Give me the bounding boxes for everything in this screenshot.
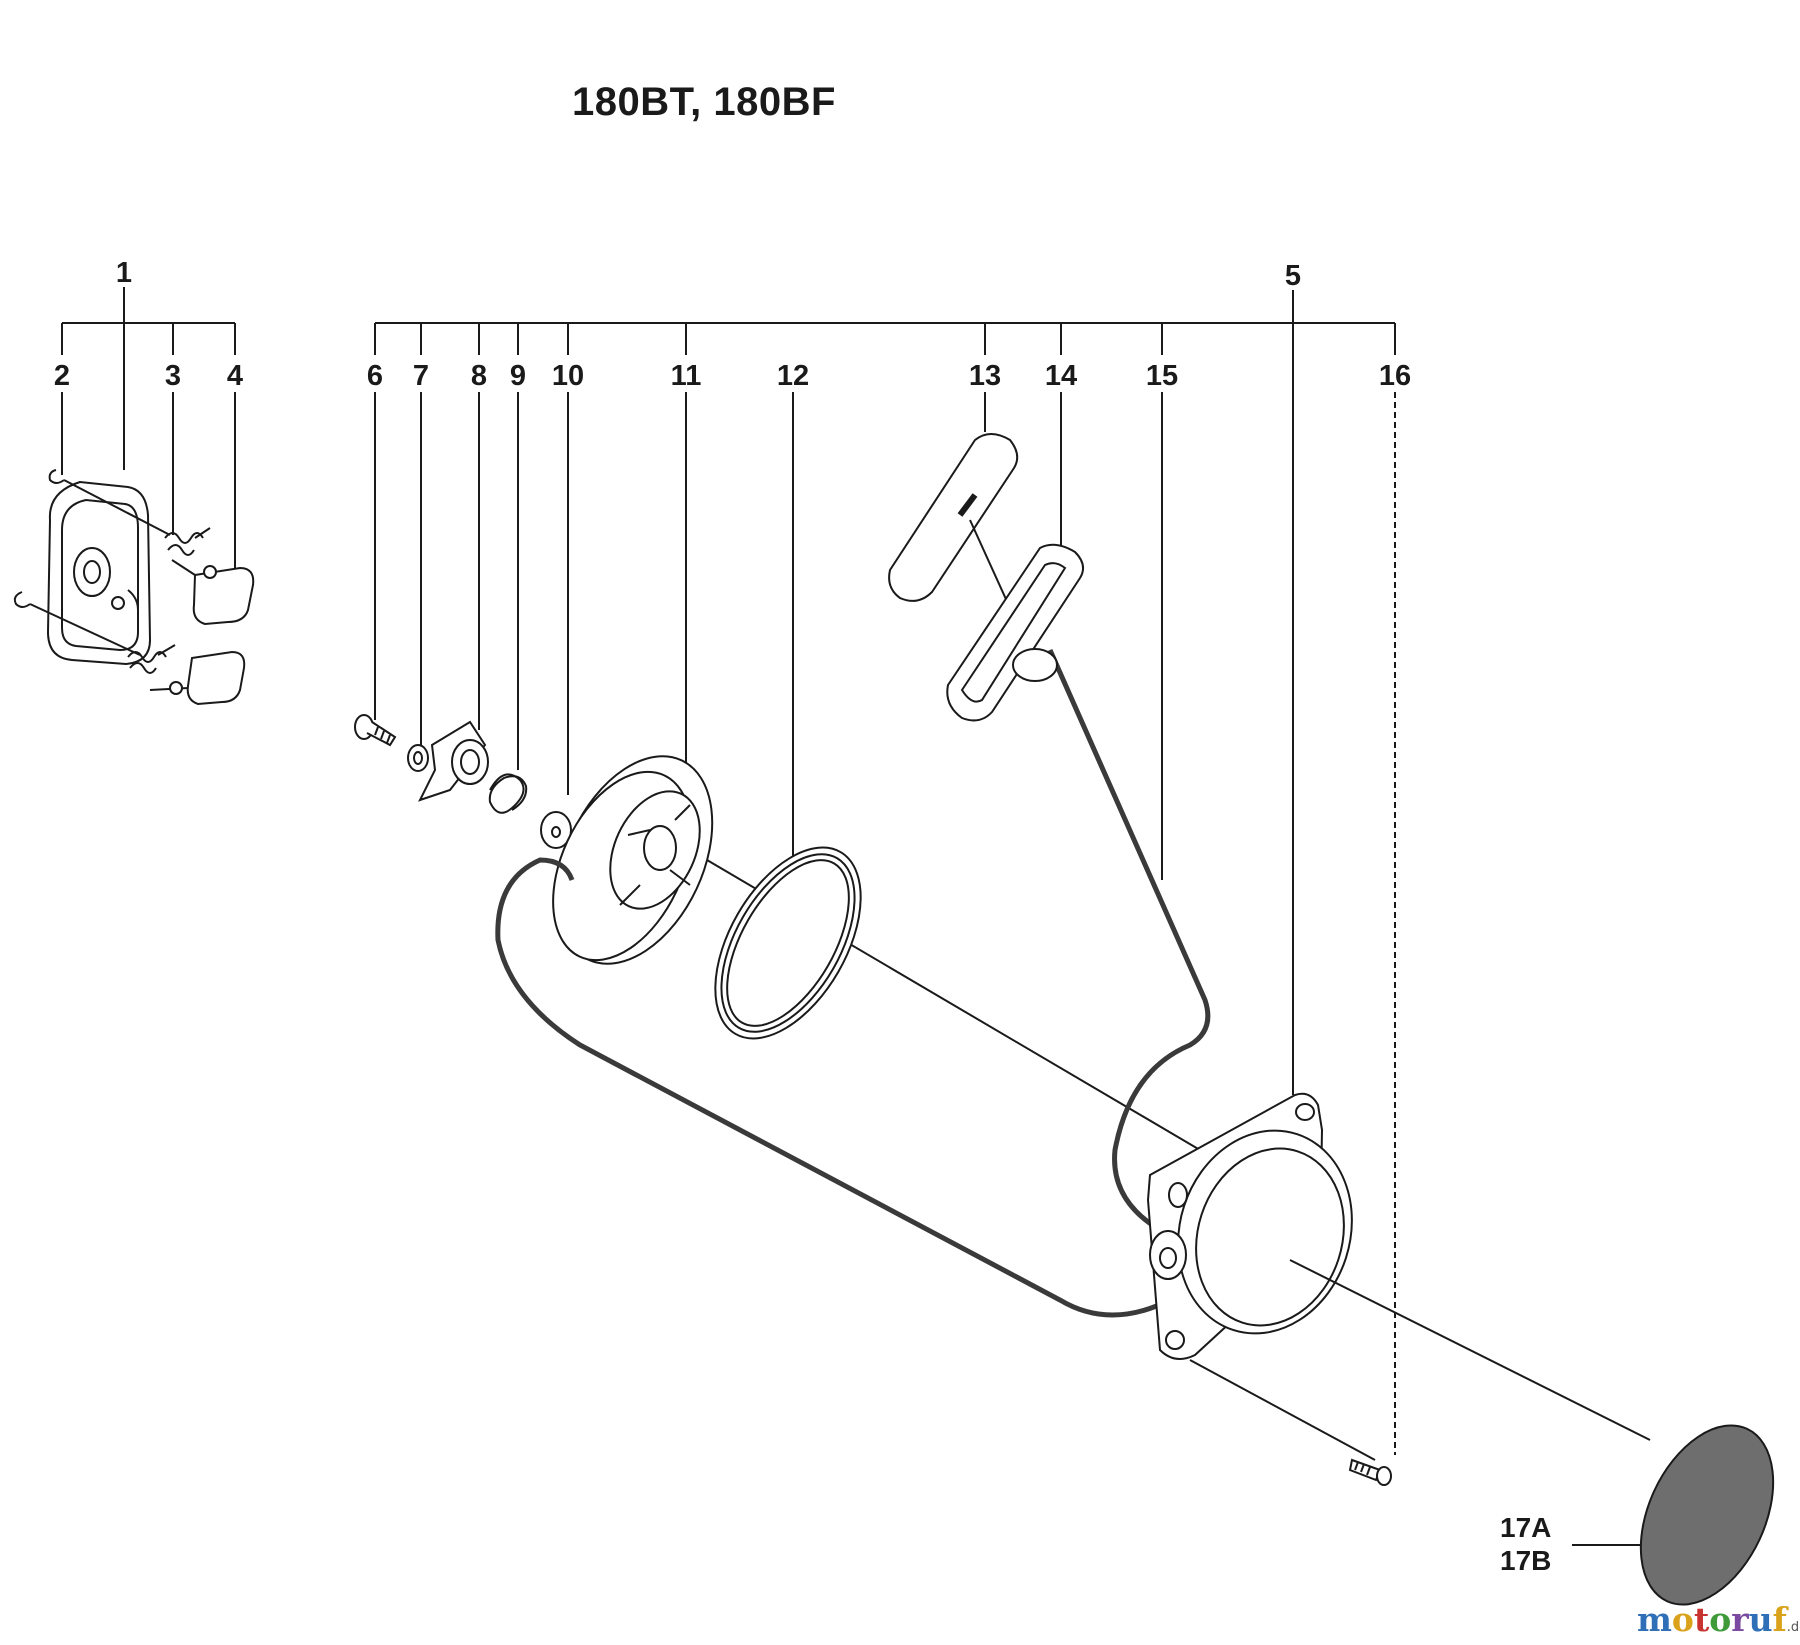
pawl-spring-lower <box>127 644 176 674</box>
decal-cap <box>1639 1424 1775 1606</box>
starter-handle <box>888 433 1021 631</box>
callout-8: 8 <box>470 360 488 392</box>
callout-lines-group-5 <box>374 290 1650 1546</box>
brand-letter: m <box>1637 1600 1672 1639</box>
circlip-upper <box>48 469 171 536</box>
callout-17a: 17A <box>1500 1512 1552 1543</box>
pawl-upper <box>171 559 255 626</box>
callout-15: 15 <box>1145 360 1179 392</box>
callout-6: 6 <box>366 360 384 392</box>
recoil-spring <box>714 846 862 1040</box>
callout-4: 4 <box>226 360 244 392</box>
starter-cord <box>495 857 1172 1318</box>
brand-letter: t <box>1693 1600 1710 1639</box>
diagram-title: 180BT, 180BF <box>572 80 836 124</box>
drive-disc <box>418 720 489 802</box>
rope-pulley <box>552 755 714 965</box>
callout-1: 1 <box>115 257 133 289</box>
callout-5: 5 <box>1284 260 1302 292</box>
callout-lines-group-1 <box>61 287 236 570</box>
callout-7: 7 <box>412 360 430 392</box>
brand-letter: o <box>1671 1600 1694 1639</box>
housing-screw <box>1348 1458 1392 1486</box>
pawl-carrier-plate <box>46 480 152 666</box>
callout-11: 11 <box>670 360 702 392</box>
callout-12: 12 <box>776 360 810 392</box>
pawl-spring-upper <box>164 527 211 556</box>
callout-9: 9 <box>509 360 527 392</box>
brand-watermark: motoruf.de <box>1637 1600 1800 1639</box>
coil-spring <box>488 773 528 814</box>
starter-cord-upper <box>1047 648 1211 1233</box>
starter-housing <box>1146 1092 1651 1461</box>
center-screw <box>354 714 397 747</box>
brand-letter: o <box>1709 1600 1732 1639</box>
brand-suffix: .de <box>1786 1620 1800 1635</box>
callout-17b: 17B <box>1500 1545 1552 1576</box>
brand-letter: r <box>1731 1600 1749 1639</box>
brand-letter: u <box>1748 1600 1773 1639</box>
callout-3: 3 <box>164 360 182 392</box>
callout-14: 14 <box>1044 360 1078 392</box>
callout-10: 10 <box>551 360 585 392</box>
brand-letter: f <box>1772 1600 1787 1639</box>
handle-insert <box>946 543 1085 722</box>
washer-large <box>540 811 572 849</box>
callout-16: 16 <box>1378 360 1412 392</box>
washer-small <box>407 744 429 772</box>
callout-2: 2 <box>53 360 71 392</box>
pawl-lower <box>149 650 246 706</box>
callout-13: 13 <box>968 360 1002 392</box>
circlip-lower <box>13 591 141 656</box>
